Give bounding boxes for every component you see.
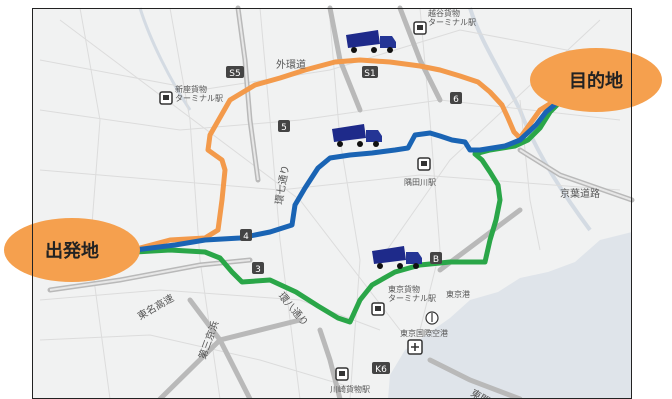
anchor-icon	[425, 311, 439, 325]
svg-text:K6: K6	[375, 365, 387, 375]
place-label-niiza: 新座貨物ターミナル駅	[175, 84, 223, 103]
route-badge-b: B	[430, 252, 442, 265]
route-badge-3: 3	[252, 262, 264, 275]
place-label-tokyo-port: 東京港	[446, 289, 470, 299]
svg-text:S5: S5	[229, 69, 240, 79]
river	[138, 7, 192, 111]
road-label-gaikan: 外環道	[276, 58, 306, 71]
route-inner	[132, 89, 578, 325]
route-badge-s5: S5	[226, 66, 244, 79]
route-badge-k6: K6	[372, 362, 390, 375]
route-badge-s1: S1	[362, 66, 378, 79]
route-badge-5: 5	[278, 120, 290, 133]
destination-marker: 目的地	[530, 48, 662, 112]
svg-text:S1: S1	[364, 69, 375, 79]
route-badge-4: 4	[240, 229, 252, 242]
origin-marker: 出発地	[4, 218, 140, 282]
tokyo-bay	[388, 232, 632, 399]
place-label-kawasaki: 川崎貨物駅	[330, 384, 370, 394]
station-icon-koshigaya	[413, 21, 427, 35]
svg-text:3: 3	[255, 265, 261, 275]
route-outer	[137, 57, 575, 251]
route-badge-6: 6	[450, 92, 462, 105]
destination-label: 目的地	[569, 70, 623, 92]
place-label-koshigaya: 越谷貨物ターミナル駅	[428, 8, 476, 27]
truck-icon-north	[346, 30, 396, 53]
truck-icon-center	[332, 124, 382, 147]
station-icon-tokyo-terminal	[371, 302, 385, 316]
svg-text:6: 6	[453, 95, 459, 105]
svg-text:5: 5	[281, 123, 287, 133]
station-icon-kawasaki	[335, 367, 349, 381]
route-middle	[132, 91, 575, 253]
route-badges: S5 S1 5 6 4 3 B K6	[226, 66, 462, 375]
station-icon-sumidagawa	[417, 157, 431, 171]
river	[468, 7, 592, 232]
station-icon-niiza	[159, 91, 173, 105]
truck-icon-south	[372, 246, 422, 269]
place-label-haneda: 東京国際空港	[400, 328, 448, 338]
origin-label: 出発地	[45, 240, 99, 262]
place-label-sumidagawa: 隅田川駅	[404, 178, 436, 187]
airport-icon	[407, 339, 423, 355]
road-label-keiyo: 京葉道路	[560, 187, 600, 200]
svg-text:B: B	[433, 255, 439, 265]
minor-streets	[39, 7, 621, 399]
place-label-tokyo-terminal: 東京貨物ターミナル駅	[388, 284, 436, 303]
svg-text:4: 4	[243, 232, 249, 242]
